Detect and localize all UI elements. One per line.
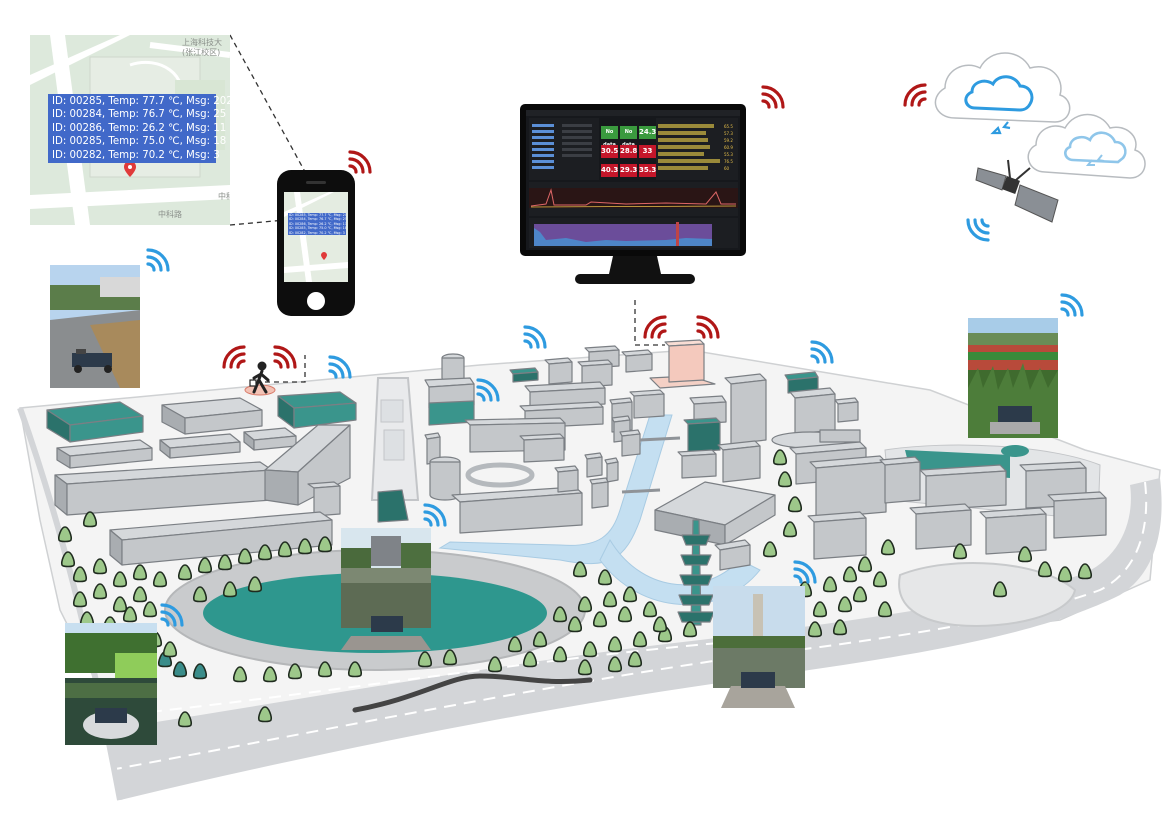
wifi-icon [160, 603, 184, 627]
wifi-icon [761, 85, 785, 109]
phone-home-button [307, 292, 325, 310]
wifi-icon [793, 560, 817, 584]
gauge-value: 60 [724, 166, 730, 171]
sensor-message-popup: ID: 00285, Temp: 77.7 ℃, Msg: 202 ID: 00… [48, 94, 233, 164]
message-line: ID: 00284, Temp: 76.7 ℃, Msg: 25 [289, 217, 346, 222]
wifi-icon [222, 345, 246, 369]
satellite-icon [975, 159, 1059, 223]
wifi-icon [423, 503, 447, 527]
wifi-icon [966, 218, 990, 242]
stat-tile: 29.3 [620, 164, 637, 177]
wifi-icon [903, 83, 927, 107]
message-line: ID: 00285, Temp: 77.7 ℃, Msg: 202 [52, 96, 233, 107]
wifi-icon [146, 248, 170, 272]
wifi-icon-group-blue [146, 218, 1084, 627]
sensor-photo-pond [65, 623, 157, 745]
gauge-value: 55.3 [724, 152, 733, 157]
message-line: ID: 00285, Temp: 75.0 ℃, Msg: 18 [289, 226, 346, 231]
dashboard-graphics [526, 110, 740, 248]
wifi-icon [328, 355, 352, 379]
message-line: ID: 00285, Temp: 77.7 ℃, Msg: 202 [289, 213, 346, 217]
sensor-photo-lake [341, 528, 431, 650]
message-line: ID: 00282, Temp: 70.2 ℃, Msg: 3 [289, 230, 345, 235]
cloud-icon [934, 52, 1071, 135]
stat-tile: 30.5 [601, 145, 618, 158]
pagoda-tower [677, 519, 715, 626]
campus-label-line1: 上海科技大 [182, 38, 222, 47]
phone-speaker [306, 181, 326, 184]
wifi-icon [696, 315, 720, 339]
smartphone: ID: 00285, Temp: 77.7 ℃, Msg: 202 ID: 00… [277, 170, 355, 316]
stat-tile: 28.8 [620, 145, 637, 158]
monitor-stand [575, 256, 695, 284]
sensor-photo-tower [713, 586, 805, 708]
wifi-icon [273, 345, 297, 369]
stat-tile: No data [620, 126, 637, 148]
wifi-icon [643, 315, 667, 339]
sensor-photo-roadside [50, 265, 140, 388]
connection-lines [229, 34, 665, 383]
gauge-value: 57.3 [724, 131, 733, 136]
message-line: ID: 00284, Temp: 76.7 ℃, Msg: 25 [52, 109, 227, 121]
campus-buildings [46, 339, 1107, 626]
gauge-value: 76.5 [724, 159, 733, 164]
road-label-2: 中科 [218, 192, 230, 201]
stat-tile: No data [601, 126, 618, 148]
phone-message-popup: ID: 00285, Temp: 77.7 ℃, Msg: 202 ID: 00… [288, 213, 346, 236]
message-line: ID: 00285, Temp: 75.0 ℃, Msg: 18 [52, 136, 227, 148]
wifi-icon [810, 340, 834, 364]
stat-tile: 24.3 [639, 126, 656, 139]
monitor: No data No data 24.3 30.5 28.8 33 40.3 2… [520, 104, 746, 256]
stat-tile: 35.3 [639, 164, 656, 177]
bridges [621, 436, 681, 494]
message-line: ID: 00286, Temp: 26.2 ℃, Msg: 11 [289, 221, 346, 226]
wifi-icon [1060, 293, 1084, 317]
phone-screen: ID: 00285, Temp: 77.7 ℃, Msg: 202 ID: 00… [284, 192, 348, 282]
message-line: ID: 00286, Temp: 26.2 ℃, Msg: 11 [52, 122, 227, 134]
wifi-icon [523, 325, 547, 349]
pedestrian-icon [244, 361, 276, 396]
dashboard-screen: No data No data 24.3 30.5 28.8 33 40.3 2… [526, 110, 740, 250]
campus-label-line2: (张江校区) [182, 48, 221, 57]
road-label-1: 中科路 [158, 210, 182, 219]
wifi-icon [476, 378, 500, 402]
gauge-value: 60.9 [724, 145, 733, 150]
cloud-icon [1027, 113, 1146, 179]
wifi-icon-group-red [222, 83, 927, 369]
message-line: ID: 00282, Temp: 70.2 ℃, Msg: 3 [52, 149, 220, 161]
gauge-value: 59.2 [724, 138, 733, 143]
gauge-value: 65.5 [724, 124, 733, 129]
sensor-photo-field [968, 318, 1058, 438]
stat-tile: 33 [639, 145, 656, 158]
map-pin-icon [124, 161, 136, 177]
wifi-icon [348, 150, 372, 174]
stat-tile: 40.3 [601, 164, 618, 177]
